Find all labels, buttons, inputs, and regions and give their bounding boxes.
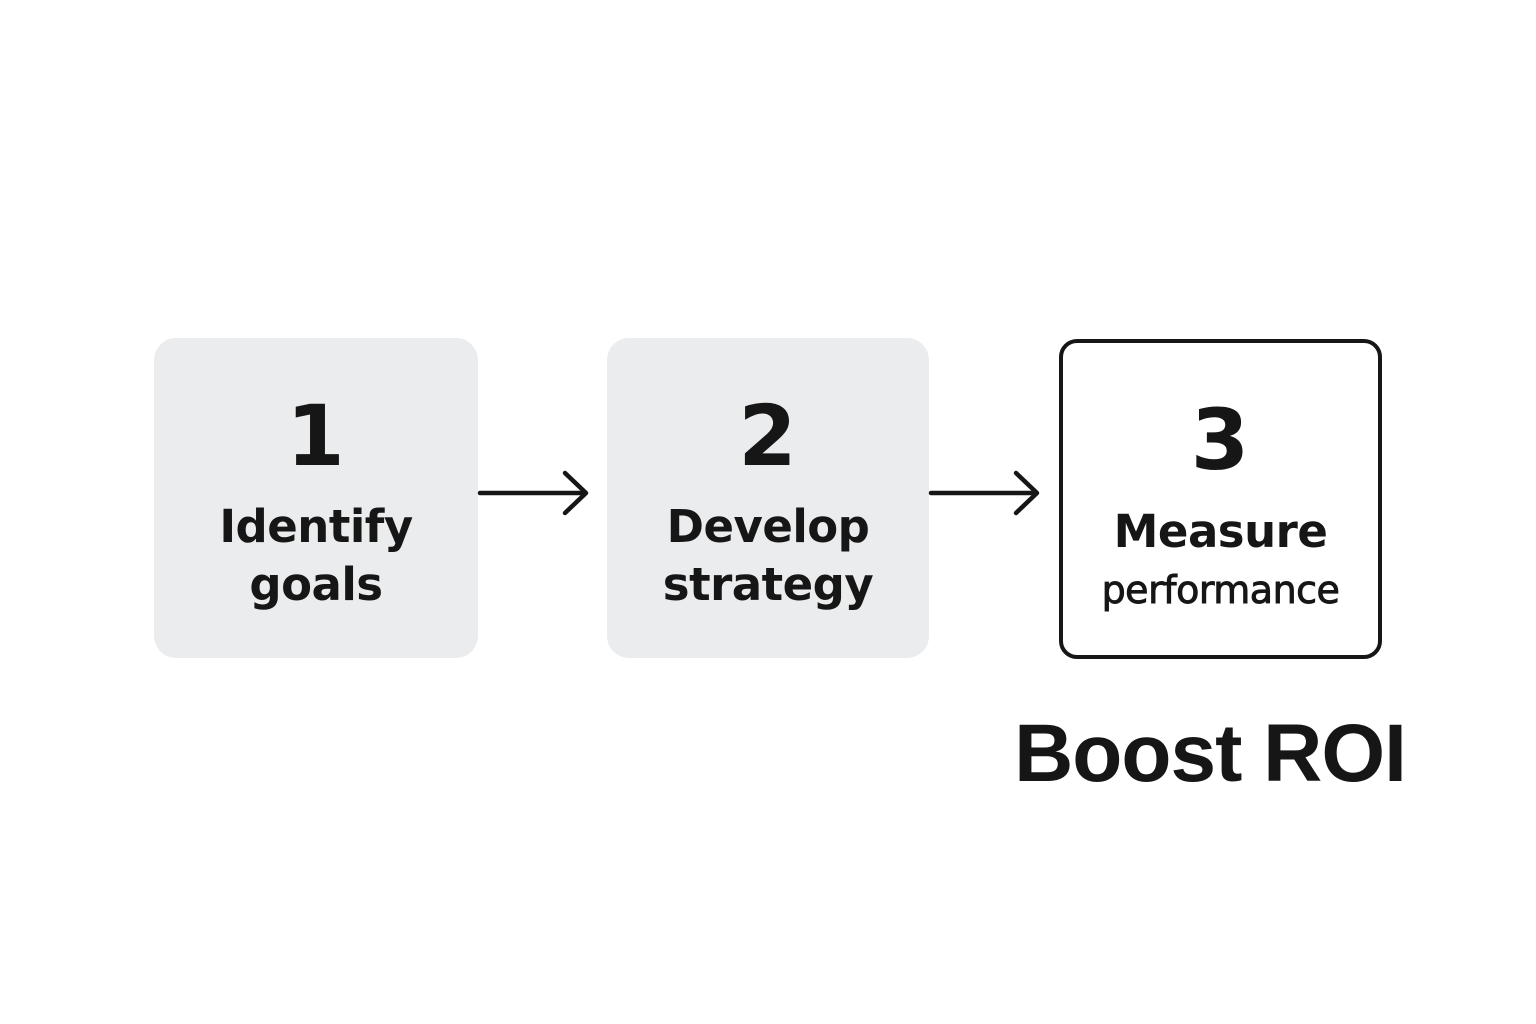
step-label-1-line-1: Identify — [219, 500, 413, 553]
step-number-2: 2 — [738, 387, 798, 485]
step-box-3: 3 Measure performance — [1059, 339, 1382, 659]
step-label-2-line-2: strategy — [662, 558, 874, 611]
step-label-2: Develop strategy — [662, 498, 874, 614]
outcome-label: Boost ROI — [1014, 708, 1407, 799]
step-number-3: 3 — [1190, 391, 1251, 489]
step-box-1: 1 Identify goals — [154, 338, 478, 658]
step-box-2: 2 Develop strategy — [607, 338, 929, 658]
step-label-1: Identify goals — [219, 498, 413, 614]
step-label-3-line-1: Measure — [1113, 505, 1328, 558]
step-label-3-line-2: performance — [1101, 568, 1340, 613]
step-number-1: 1 — [286, 387, 346, 485]
arrow-right-icon — [928, 470, 1040, 516]
arrow-right-icon — [477, 470, 589, 516]
step-label-1-line-2: goals — [249, 558, 383, 611]
step-label-3: Measure performance — [1101, 503, 1340, 619]
step-label-2-line-1: Develop — [666, 500, 870, 553]
